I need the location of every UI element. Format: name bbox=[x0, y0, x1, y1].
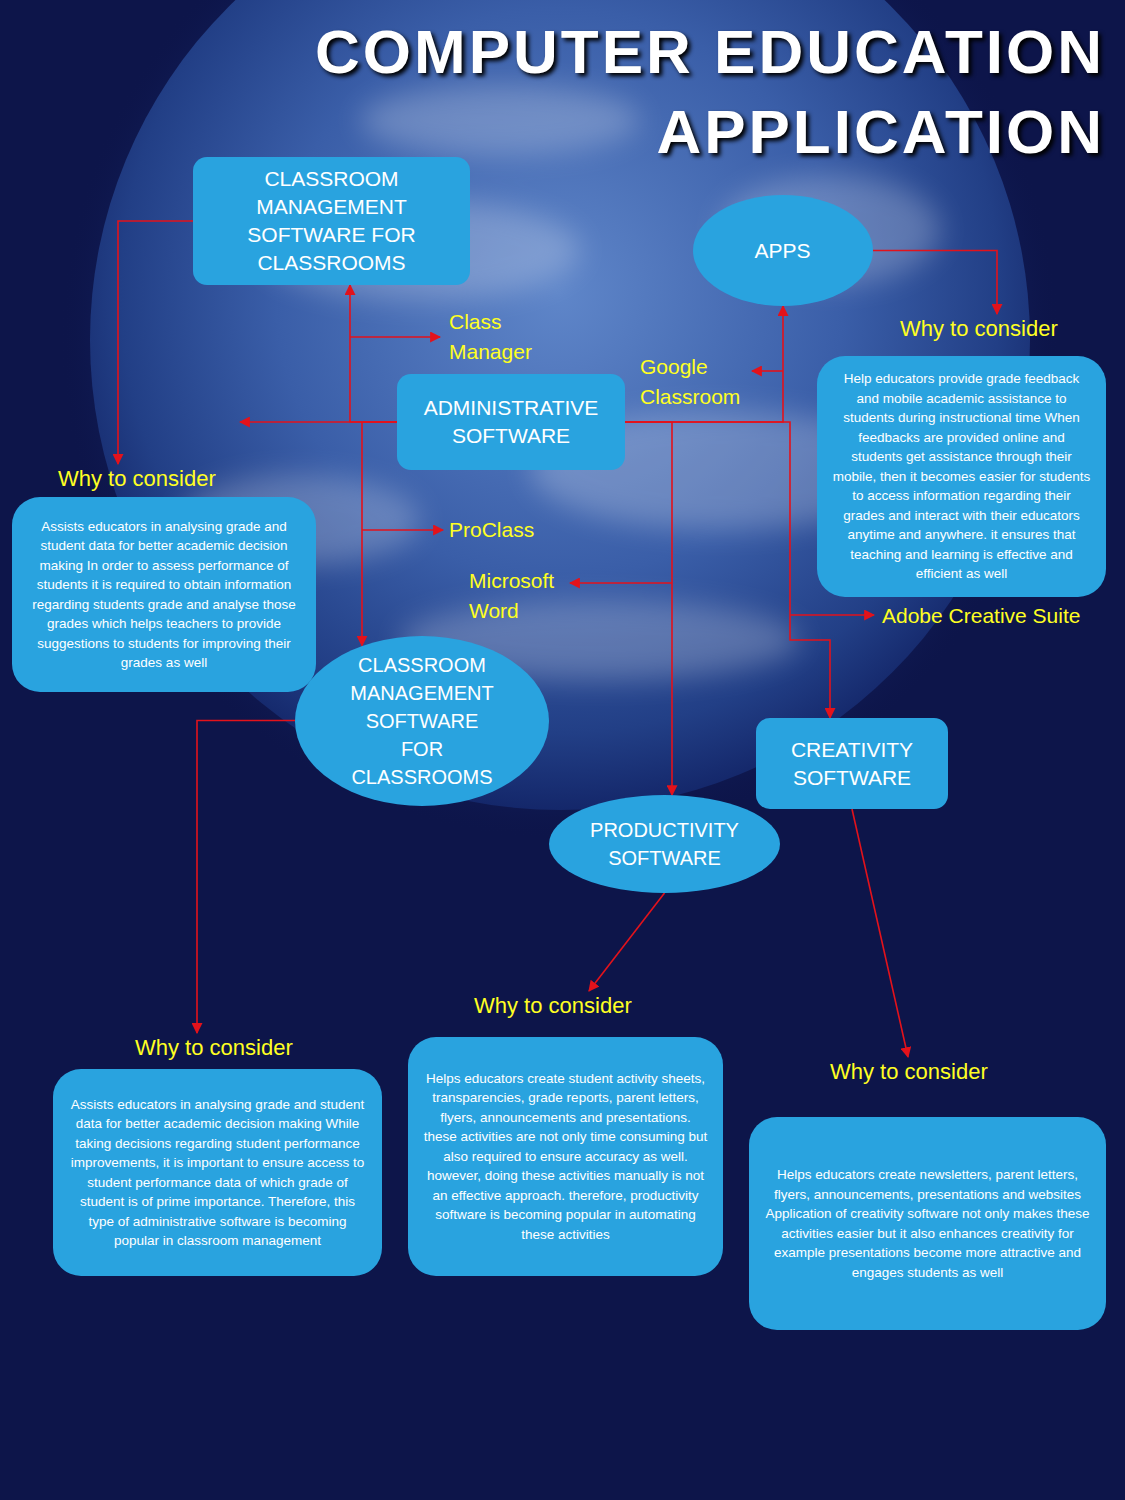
connector-arrow bbox=[589, 893, 665, 991]
connector-arrow bbox=[625, 306, 783, 422]
card-panel: Assists educators in analysing grade and… bbox=[53, 1069, 382, 1276]
card-heading: Why to consider bbox=[408, 991, 723, 1021]
leader-arrow bbox=[752, 370, 783, 372]
reason-card: Why to considerHelp educators provide gr… bbox=[817, 314, 1106, 597]
node-label: CREATIVITY SOFTWARE bbox=[764, 736, 940, 792]
card-panel: Assists educators in analysing grade and… bbox=[12, 497, 316, 692]
ellipse-shape bbox=[295, 636, 549, 806]
software-ellipse: APPS bbox=[693, 195, 873, 306]
card-panel: Helps educators create student activity … bbox=[408, 1037, 723, 1276]
card-body: Help educators provide grade feedback an… bbox=[831, 369, 1092, 584]
software-box: ADMINISTRATIVE SOFTWARE bbox=[397, 374, 625, 470]
connector-arrow bbox=[197, 721, 295, 1034]
card-heading: Why to consider bbox=[749, 1057, 1106, 1087]
leader-arrow bbox=[790, 614, 874, 616]
item-label: Class Manager bbox=[449, 307, 541, 367]
diagram-title: COMPUTER EDUCATION APPLICATION bbox=[125, 12, 1105, 172]
item-label: Adobe Creative Suite bbox=[882, 603, 1080, 629]
ellipse-shape bbox=[693, 195, 873, 306]
software-box: CREATIVITY SOFTWARE bbox=[756, 718, 948, 809]
card-body: Assists educators in analysing grade and… bbox=[67, 1095, 368, 1251]
node-label: APPS bbox=[723, 237, 843, 265]
node-label: CLASSROOM MANAGEMENT SOFTWARE FOR CLASSR… bbox=[342, 651, 502, 791]
card-heading: Why to consider bbox=[12, 464, 316, 494]
leader-arrow bbox=[570, 582, 672, 584]
card-panel: Help educators provide grade feedback an… bbox=[817, 356, 1106, 597]
connector-arrow bbox=[852, 809, 908, 1057]
card-panel: Helps educators create newsletters, pare… bbox=[749, 1117, 1106, 1330]
connector-arrow bbox=[350, 285, 397, 422]
software-ellipse: CLASSROOM MANAGEMENT SOFTWARE FOR CLASSR… bbox=[295, 636, 549, 806]
reason-card: Why to considerHelps educators create ne… bbox=[749, 1057, 1106, 1330]
card-heading: Why to consider bbox=[53, 1033, 382, 1063]
card-body: Assists educators in analysing grade and… bbox=[26, 517, 302, 673]
item-label: ProClass bbox=[449, 517, 534, 543]
card-body: Helps educators create newsletters, pare… bbox=[763, 1165, 1092, 1282]
reason-card: Why to considerHelps educators create st… bbox=[408, 991, 723, 1276]
leader-arrow bbox=[362, 529, 443, 531]
connector-arrow bbox=[118, 221, 193, 464]
card-heading: Why to consider bbox=[817, 314, 1106, 344]
software-box: CLASSROOM MANAGEMENT SOFTWARE FOR CLASSR… bbox=[193, 157, 470, 285]
node-label: PRODUCTIVITY SOFTWARE bbox=[580, 816, 750, 872]
node-label: ADMINISTRATIVE SOFTWARE bbox=[405, 394, 617, 450]
ellipse-shape bbox=[549, 795, 780, 893]
connector-arrow bbox=[625, 422, 672, 795]
card-body: Helps educators create student activity … bbox=[422, 1069, 709, 1245]
item-label: Google Classroom bbox=[640, 352, 746, 412]
software-ellipse: PRODUCTIVITY SOFTWARE bbox=[549, 795, 780, 893]
leader-arrow bbox=[350, 336, 440, 338]
reason-card: Why to considerAssists educators in anal… bbox=[53, 1033, 382, 1276]
node-label: CLASSROOM MANAGEMENT SOFTWARE FOR CLASSR… bbox=[201, 165, 462, 277]
item-label: Microsoft Word bbox=[469, 566, 565, 626]
connector-arrow bbox=[362, 422, 397, 646]
connector-arrow bbox=[625, 422, 830, 718]
reason-card: Why to considerAssists educators in anal… bbox=[12, 464, 316, 692]
connector-arrow bbox=[873, 251, 998, 315]
ellipse-outline bbox=[549, 795, 780, 893]
